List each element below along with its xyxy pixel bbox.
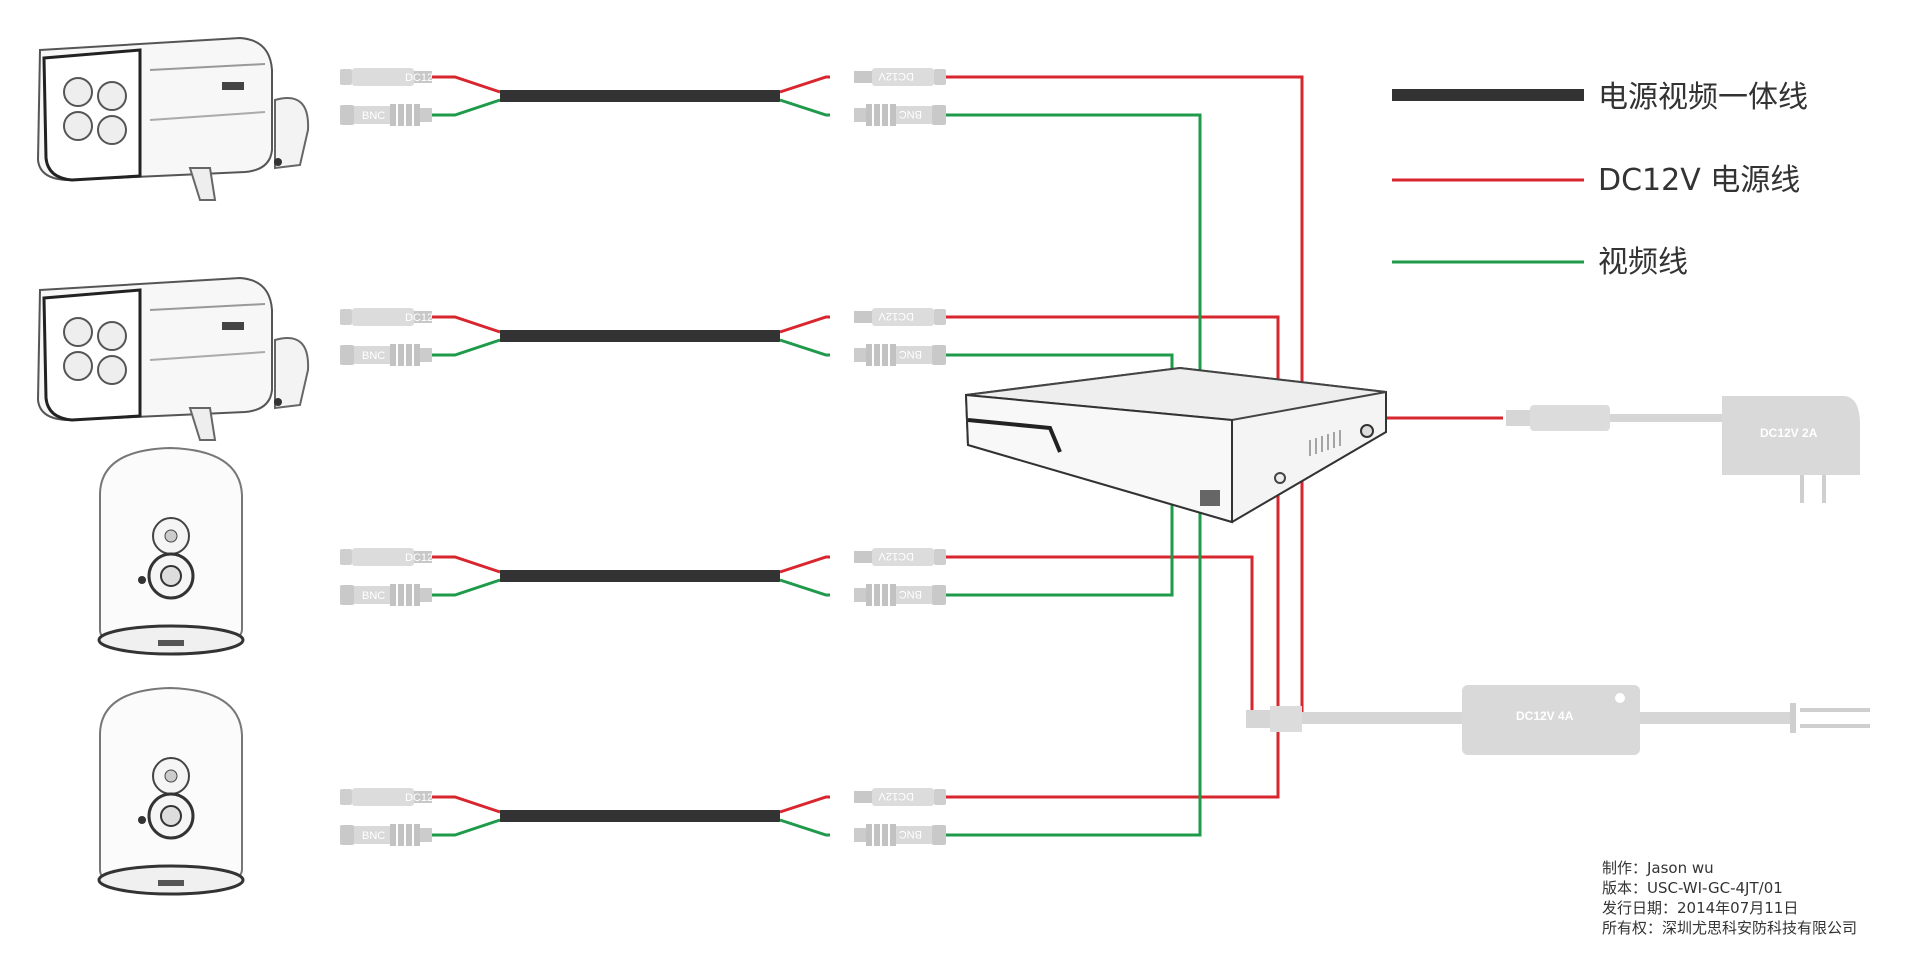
dc-label-left: DC12V [405,792,441,804]
cable-row-1: DC12V BNC DC12V BNC [340,68,946,126]
combined-cable [500,330,780,342]
bnc-label-left: BNC [362,110,385,122]
cable-row-4: DC12V BNC DC12V BNC [340,788,946,846]
video-wire [432,338,501,357]
camera-4 [97,686,245,896]
dc-label-left: DC12V [405,552,441,564]
dc-label-left: DC12V [405,72,441,84]
camera-1 [36,36,310,202]
power-adapter-4a: DC12V 4A [1246,685,1870,755]
bnc-label-right: BNC [899,348,922,360]
video-wire [779,338,830,357]
bnc-label-left: BNC [362,350,385,362]
video-wire [432,98,501,117]
legend: 电源视频一体线 DC12V 电源线 视频线 [1392,80,1808,280]
power-wire [779,315,830,334]
bnc-label-right: BNC [899,108,922,120]
dc-label-right: DC12V [878,790,914,802]
author-line: 制作：Jason wu [1602,859,1714,877]
video-wire [779,98,830,117]
document-info: 制作：Jason wu 版本：USC-WI-GC-4JT/01 发行日期：201… [1602,858,1857,938]
camera-3 [97,446,245,656]
date-line: 发行日期：2014年07月11日 [1602,899,1799,917]
camera-2 [36,276,310,442]
legend-video-label: 视频线 [1598,245,1688,280]
copyright-line: 所有权：深圳尤思科安防科技有限公司 [1602,919,1858,937]
video-wire [432,578,501,597]
bnc-connector-left [340,584,432,606]
combined-cable [500,570,780,582]
bnc-connector-left [340,344,432,366]
bnc-label-left: BNC [362,830,385,842]
power-wire [432,795,501,814]
adapter-2a-label: DC12V 2A [1760,426,1818,440]
video-wire [779,818,830,837]
dvr-recorder [964,366,1387,524]
cable-row-3: DC12V BNC DC12V BNC [340,548,946,606]
legend-power-label: DC12V 电源线 [1598,163,1800,198]
power-routing [946,75,1503,799]
cable-row-2: DC12V BNC DC12V BNC [340,308,946,366]
bnc-label-left: BNC [362,590,385,602]
power-wire [432,315,501,334]
dc-label-right: DC12V [878,310,914,322]
combined-cable [500,810,780,822]
dc-label-left: DC12V [405,312,441,324]
legend-combined-swatch [1392,89,1584,101]
dc-label-right: DC12V [878,550,914,562]
adapter-4a-label: DC12V 4A [1516,709,1574,723]
power-wire [779,555,830,574]
power-wire [432,75,501,94]
legend-combined-label: 电源视频一体线 [1598,80,1808,115]
combined-cable [500,90,780,102]
power-wire [779,795,830,814]
bnc-connector-left [340,104,432,126]
video-routing [946,113,1202,837]
dc-label-right: DC12V [878,70,914,82]
video-wire [432,818,501,837]
bnc-label-right: BNC [899,828,922,840]
power-wire [779,75,830,94]
bnc-connector-left [340,824,432,846]
cable-rows: DC12V BNC DC12V BNC DC12V BNC DC12V BNC DC12V BNC… [340,68,946,846]
power-wire [432,555,501,574]
power-adapter-2a: DC12V 2A [1506,396,1860,503]
bnc-label-right: BNC [899,588,922,600]
version-line: 版本：USC-WI-GC-4JT/01 [1602,879,1783,897]
video-wire [779,578,830,597]
